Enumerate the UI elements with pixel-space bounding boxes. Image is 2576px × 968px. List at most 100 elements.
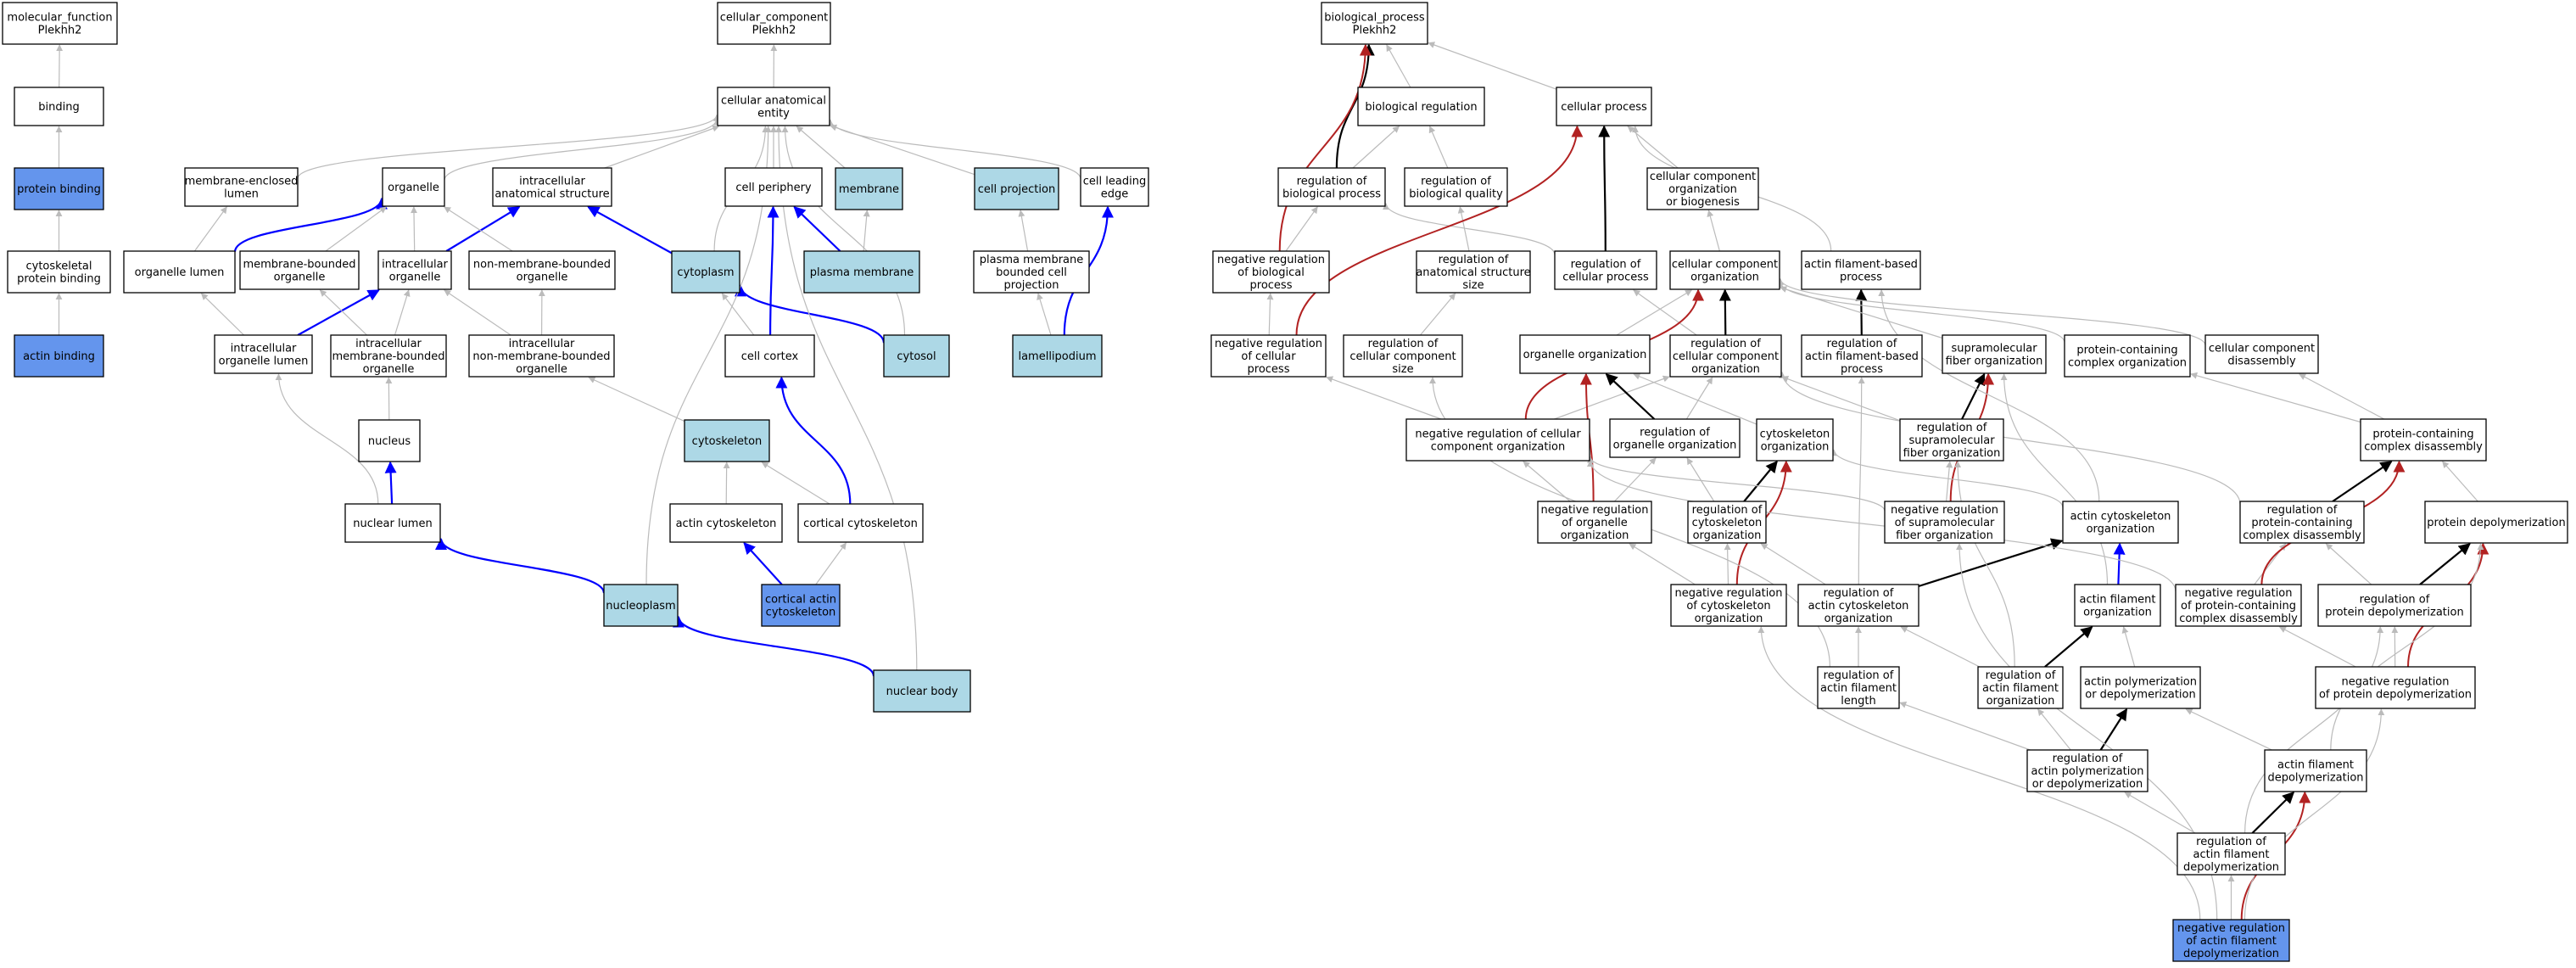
- edge-actin_filament_organization-to-actin_cytoskeleton_organization: [2113, 542, 2126, 585]
- node-cytoskeleton[interactable]: cytoskeleton: [684, 419, 770, 462]
- edge-intracellular_membrane_bounded_organelle-to-membrane_bounded_organelle: [319, 289, 367, 336]
- node-nucleoplasm[interactable]: nucleoplasm: [603, 584, 679, 627]
- edge-negative_regulation_of_actin_filament_depolymerization-to-negative_regulation_of_cytoskeleton_organization: [1757, 626, 2201, 920]
- node-box: [344, 503, 441, 543]
- node-box: [2080, 666, 2201, 709]
- node-label: organization: [1561, 529, 1629, 542]
- node-lamellipodium[interactable]: lamellipodium: [1012, 334, 1103, 378]
- node-cell-projection[interactable]: cell projection: [974, 167, 1059, 210]
- node-box: [671, 250, 740, 294]
- edge-cell_cortex-to-cell_periphery: [767, 205, 780, 336]
- edge-regulation_of_actin_polymerization_or_depolymerization-to-regulation_of_actin_filament_organization: [2037, 708, 2071, 751]
- node-box: [2062, 501, 2179, 544]
- node-label: regulation of: [1439, 254, 1509, 266]
- node-nucleus[interactable]: nucleus: [358, 419, 421, 462]
- node-intracellular-non-membrane-bounded-organelle[interactable]: intracellularnon-membrane-boundedorganel…: [468, 334, 615, 378]
- node-actin-binding[interactable]: actin binding: [14, 334, 104, 378]
- edge-layer: [55, 42, 2489, 920]
- node-nuclear-body[interactable]: nuclear body: [873, 669, 971, 713]
- edge-regulation_of_actin_cytoskeleton_organization-to-regulation_of_cytoskeleton_organization: [1760, 543, 1826, 585]
- node-binding[interactable]: binding: [14, 87, 104, 126]
- node-label: cellular process: [1562, 271, 1649, 284]
- node-organelle-organization[interactable]: organelle organization: [1519, 334, 1651, 374]
- node-cytosol[interactable]: cytosol: [883, 334, 950, 378]
- node-label: cytosol: [897, 350, 936, 363]
- node-cellular-process[interactable]: cellular process: [1556, 87, 1652, 126]
- node-plasma-membrane[interactable]: plasma membrane: [803, 250, 920, 294]
- edge-regulation_of_anatomical_structure_size-to-regulation_of_biological_quality: [1457, 206, 1470, 252]
- node-protein-binding[interactable]: protein binding: [14, 167, 104, 210]
- node-organelle[interactable]: organelle: [382, 167, 445, 207]
- node-cell-cortex[interactable]: cell cortex: [724, 334, 815, 378]
- edge-negative_regulation_of_cytoskeleton_organization-to-regulation_of_cytoskeleton_organization: [1724, 543, 1731, 585]
- node-box: [1405, 418, 1590, 462]
- node-cell-periphery[interactable]: cell periphery: [724, 167, 823, 207]
- node-nuclear-lumen[interactable]: nuclear lumen: [344, 503, 441, 543]
- edge-actin_polymerization_or_depolymerization-to-actin_filament_organization: [2121, 626, 2136, 668]
- node-organelle-lumen[interactable]: organelle lumen: [123, 250, 236, 294]
- node-box: [2360, 418, 2487, 462]
- node-label: protein depolymerization: [2427, 517, 2565, 529]
- node-cytoplasm[interactable]: cytoplasm: [671, 250, 740, 294]
- node-protein-depolymerization[interactable]: protein depolymerization: [2424, 501, 2568, 544]
- node-cortical-cytoskeleton[interactable]: cortical cytoskeleton: [797, 503, 924, 543]
- node-label: of supramolecular: [1895, 517, 1995, 529]
- node-biological-regulation[interactable]: biological regulation: [1357, 87, 1485, 126]
- node-actin-cytoskeleton-cc[interactable]: actin cytoskeleton: [669, 503, 783, 543]
- node-membrane[interactable]: membrane: [835, 167, 903, 210]
- node-negative-regulation-of-cellular-component-organization[interactable]: negative regulation of cellularcomponent…: [1405, 418, 1590, 462]
